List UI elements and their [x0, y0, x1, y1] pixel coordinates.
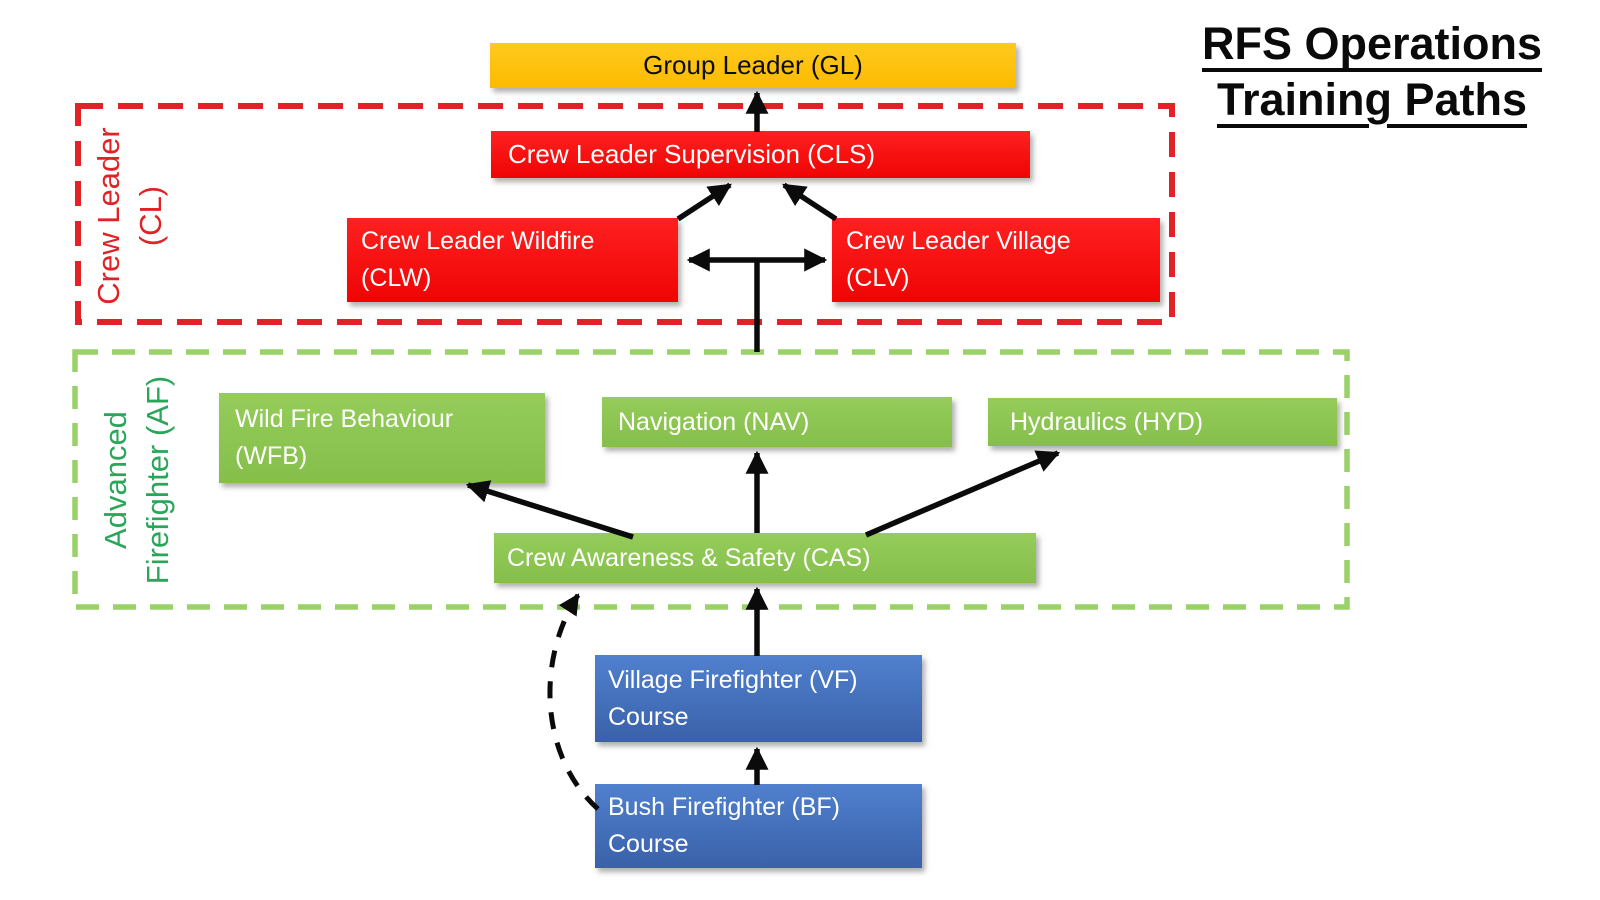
node-crew-awareness-safety: Crew Awareness & Safety (CAS) — [494, 533, 1036, 583]
node-hydraulics: Hydraulics (HYD) — [988, 398, 1337, 446]
node-village-firefighter-course: Village Firefighter (VF) Course — [595, 655, 922, 742]
zone-advanced-firefighter-label: Advanced Firefighter (AF) — [95, 358, 179, 602]
node-clw-line1: Crew Leader Wildfire — [361, 227, 595, 255]
zone-cl-label-line2: (CL) — [133, 185, 168, 247]
node-navigation: Navigation (NAV) — [602, 397, 952, 447]
node-cls-label: Crew Leader Supervision (CLS) — [508, 139, 876, 169]
node-clv-line2: (CLV) — [846, 264, 910, 292]
node-bush-firefighter-course: Bush Firefighter (BF) Course — [595, 784, 922, 868]
node-group-leader-label: Group Leader (GL) — [643, 50, 863, 80]
node-hyd-label: Hydraulics (HYD) — [1010, 407, 1204, 436]
zone-crew-leader-label: Crew Leader (CL) — [88, 114, 172, 318]
node-crew-leader-supervision: Crew Leader Supervision (CLS) — [491, 131, 1030, 178]
edge-bf-to-cas-dashed-curve — [547, 593, 600, 811]
edge-cas-to-wfb — [465, 480, 634, 540]
zone-cl-label-line1: Crew Leader — [91, 127, 126, 305]
node-group-leader: Group Leader (GL) — [490, 43, 1016, 88]
node-vf-line1: Village Firefighter (VF) — [608, 666, 858, 694]
page-title-line2: Training Paths — [1216, 74, 1528, 125]
edge-cas-to-hyd — [864, 450, 1061, 538]
node-bf-line1: Bush Firefighter (BF) — [608, 793, 841, 821]
node-clw-line2: (CLW) — [361, 264, 432, 292]
zone-af-label-line1: Advanced — [98, 411, 133, 549]
node-wild-fire-behaviour: Wild Fire Behaviour (WFB) — [219, 393, 545, 483]
node-wfb-line1: Wild Fire Behaviour — [235, 405, 454, 433]
node-cas-label: Crew Awareness & Safety (CAS) — [507, 543, 871, 572]
node-crew-leader-wildfire: Crew Leader Wildfire (CLW) — [347, 218, 678, 302]
page-title: RFS Operations Training Paths — [1168, 16, 1576, 128]
node-wfb-line2: (WFB) — [235, 442, 308, 470]
node-clv-line1: Crew Leader Village — [846, 227, 1071, 255]
zone-af-label-line2: Firefighter (AF) — [140, 375, 175, 585]
edge-clw-to-cls — [676, 182, 732, 222]
page-title-line1: RFS Operations — [1201, 18, 1543, 69]
node-crew-leader-village: Crew Leader Village (CLV) — [832, 218, 1160, 302]
node-vf-line2: Course — [608, 703, 689, 731]
node-bf-line2: Course — [608, 830, 689, 858]
node-nav-label: Navigation (NAV) — [618, 407, 810, 436]
edge-clv-to-cls — [782, 182, 838, 222]
